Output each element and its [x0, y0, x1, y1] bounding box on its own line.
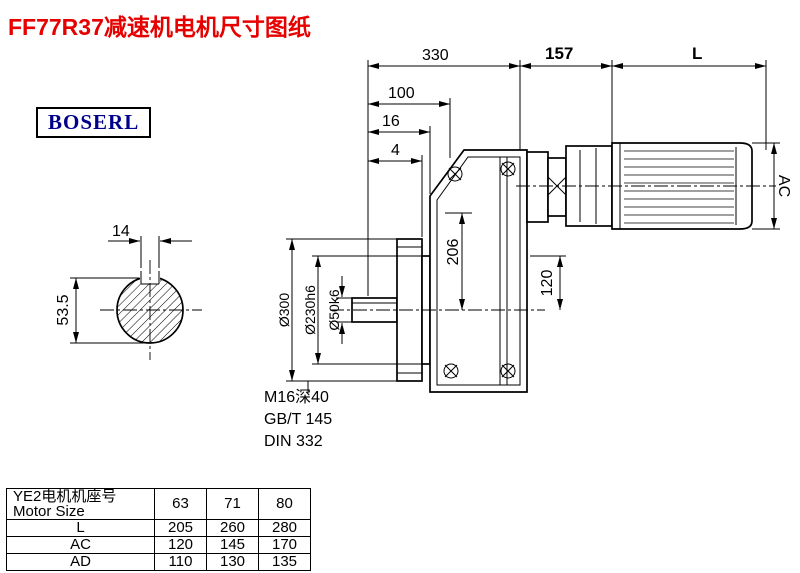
table-row: AC 120 145 170 [6, 536, 311, 554]
table-cell: 135 [258, 553, 311, 571]
table-cell: 80 [258, 488, 311, 520]
dim-spigot-od-label: Ø230h6 [302, 285, 318, 335]
table-cell: 71 [206, 488, 259, 520]
table-cell: 145 [206, 536, 259, 554]
dim-53-5-label: 53.5 [55, 294, 72, 325]
page-title: FF77R37减速机电机尺寸图纸 [8, 14, 311, 40]
dimensions: 330 157 L 100 16 4 Ø300 Ø230h6 Ø50k6 206… [264, 44, 792, 450]
dim-AC-label: AC [775, 175, 792, 197]
dim-120-label: 120 [539, 270, 556, 297]
note-tap-label: M16深40 [264, 388, 329, 406]
table-row-label: AC [6, 536, 155, 554]
dim-100-label: 100 [388, 85, 415, 102]
motor-size-table: YE2电机机座号 Motor Size 63 71 80 L 205 260 2… [6, 488, 311, 571]
dim-206-label: 206 [445, 239, 462, 266]
dim-14-label: 14 [112, 223, 130, 240]
boserl-logo: BOSERL [36, 107, 152, 138]
shaft-section-detail: 14 53.5 [55, 223, 202, 360]
table-row: AD 110 130 135 [6, 553, 311, 571]
table-cell: 130 [206, 553, 259, 571]
dim-330-label: 330 [422, 47, 449, 64]
table-cell: 280 [258, 519, 311, 537]
motor-fins [624, 150, 734, 224]
dim-157-label: 157 [545, 44, 573, 63]
table-row-label: L [6, 519, 155, 537]
table-cell: 260 [206, 519, 259, 537]
dim-L-label: L [692, 44, 702, 63]
gearmotor-side-view [330, 142, 776, 393]
gearbox-housing [429, 149, 528, 393]
dim-4-label: 4 [391, 142, 400, 159]
table-cell: 120 [154, 536, 207, 554]
table-cell: 110 [154, 553, 207, 571]
housing-bolt-holes [443, 161, 516, 379]
motor-size-header-cell: YE2电机机座号 Motor Size [6, 488, 155, 520]
note-gb-label: GB/T 145 [264, 411, 332, 428]
table-row-label: AD [6, 553, 155, 571]
dim-16-label: 16 [382, 113, 400, 130]
note-din-label: DIN 332 [264, 433, 323, 450]
dim-flange-od-label: Ø300 [276, 293, 292, 327]
table-cell: 170 [258, 536, 311, 554]
motor-size-header-en: Motor Size [13, 503, 85, 520]
table-cell: 205 [154, 519, 207, 537]
motor-size-header-cn: YE2电机机座号 [13, 488, 117, 505]
table-row: L 205 260 280 [6, 519, 311, 537]
table-header-row: YE2电机机座号 Motor Size 63 71 80 [6, 488, 311, 520]
dim-shaft-od-label: Ø50k6 [326, 289, 342, 330]
table-cell: 63 [154, 488, 207, 520]
